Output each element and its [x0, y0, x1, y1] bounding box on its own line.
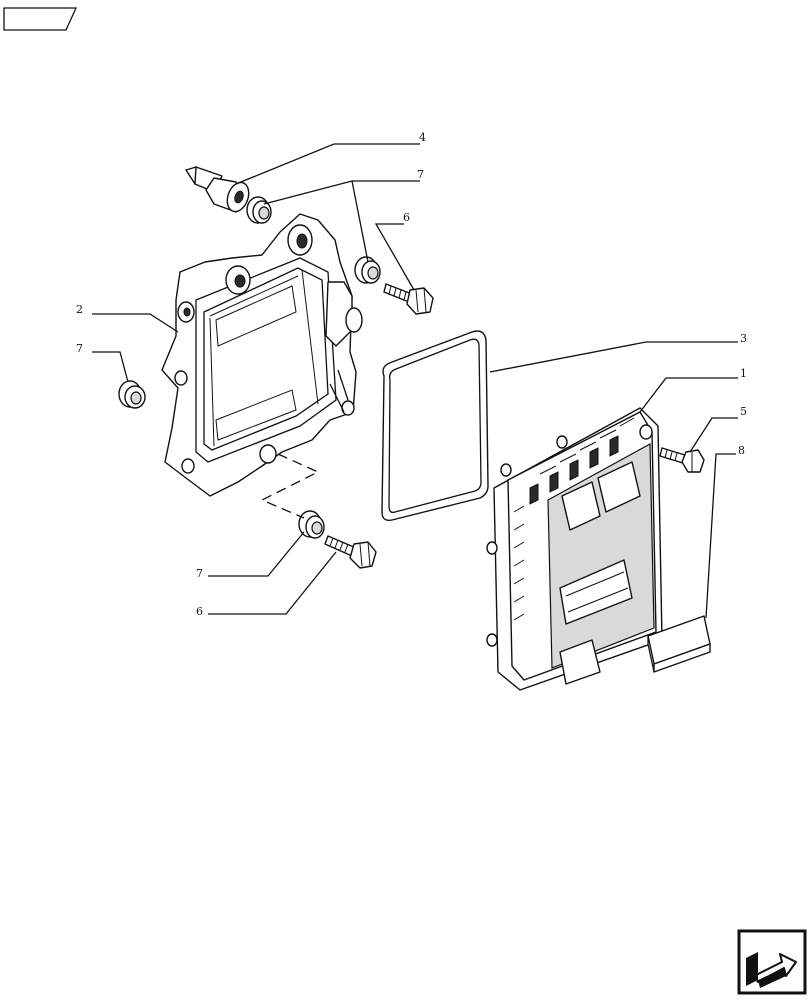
- part-5-bolt: [659, 447, 705, 473]
- next-page-arrow-icon[interactable]: [737, 929, 807, 995]
- page-tab-frame: [3, 7, 78, 31]
- callout-4: 4: [419, 131, 426, 144]
- part-6-bolt-lower: [324, 535, 377, 569]
- callout-6: 6: [403, 211, 410, 224]
- assembly-dashed-line: [260, 453, 320, 519]
- callout-7: 7: [196, 567, 203, 580]
- part-3-gasket: [381, 330, 489, 522]
- part-1-ecu-module: [486, 407, 663, 691]
- callout-5: 5: [740, 405, 747, 418]
- part-2-mounting-bracket: [161, 213, 363, 497]
- part-7-bushing-upper-a: [246, 196, 272, 224]
- callout-2: 2: [76, 303, 83, 316]
- part-4-stud: [185, 166, 250, 213]
- part-7-bushing-left: [118, 380, 146, 409]
- callout-3: 3: [740, 332, 747, 345]
- callout-7: 7: [417, 168, 424, 181]
- leader-lines: [92, 143, 738, 619]
- callout-1: 1: [740, 367, 747, 380]
- callout-6: 6: [196, 605, 203, 618]
- part-8-cap: [647, 615, 711, 673]
- part-6-bolt-upper: [383, 283, 434, 315]
- part-7-bushing-upper-b: [354, 256, 381, 284]
- callout-7: 7: [76, 342, 83, 355]
- part-7-bushing-lower: [298, 510, 325, 539]
- callout-8: 8: [738, 444, 745, 457]
